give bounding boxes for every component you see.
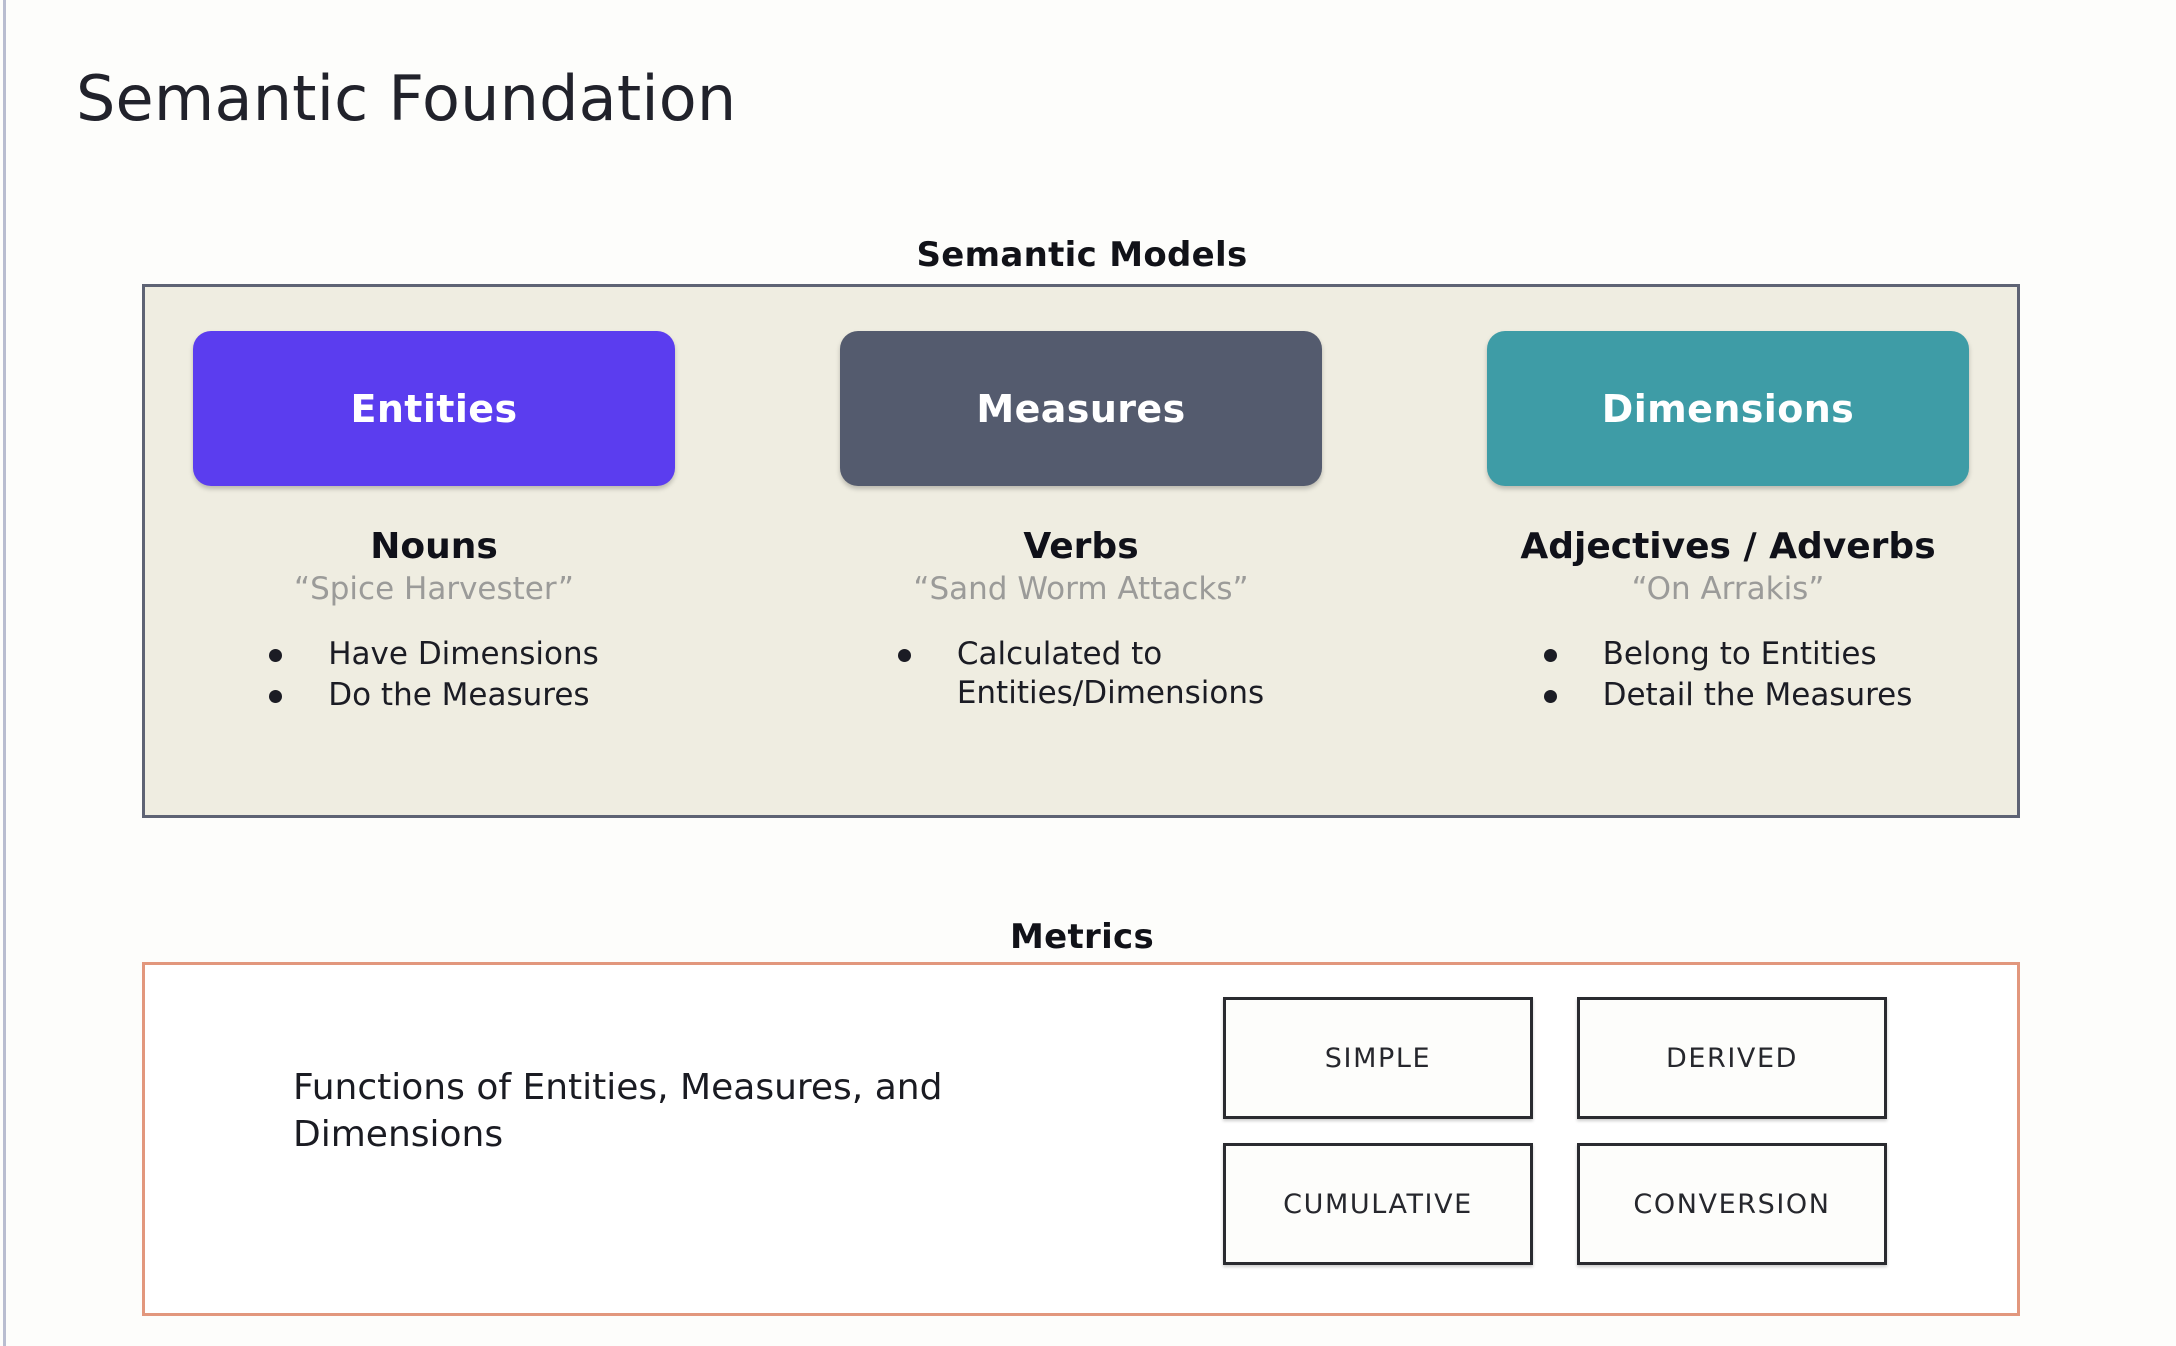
list-item: Calculated to Entities/Dimensions [897, 635, 1265, 714]
semantic-column-dimensions: Dimensions Adjectives / Adverbs “On Arra… [1487, 331, 1969, 815]
metric-box-derived[interactable]: DERIVED [1577, 997, 1887, 1119]
metric-box-cumulative-label: CUMULATIVE [1283, 1188, 1473, 1220]
measures-part-of-speech: Verbs [1023, 526, 1139, 567]
metric-box-derived-label: DERIVED [1665, 1042, 1799, 1074]
list-item: Have Dimensions [269, 635, 599, 675]
dimensions-example: “On Arrakis” [1631, 570, 1825, 607]
slide-left-edge-rule [3, 0, 6, 1346]
list-item: Belong to Entities [1543, 635, 1913, 675]
dimensions-card[interactable]: Dimensions [1487, 331, 1969, 486]
list-item: Detail the Measures [1543, 676, 1913, 716]
entities-bullet-1: Do the Measures [328, 677, 590, 714]
measures-example: “Sand Worm Attacks” [913, 570, 1249, 607]
metrics-header: Metrics [1009, 917, 1155, 957]
dimensions-bullet-list: Belong to Entities Detail the Measures [1543, 635, 1913, 718]
measures-bullet-0: Calculated to Entities/Dimensions [956, 635, 1265, 712]
metric-box-simple[interactable]: SIMPLE [1223, 997, 1533, 1119]
measures-bullet-list: Calculated to Entities/Dimensions [897, 635, 1265, 716]
measures-card-label: Measures [976, 386, 1186, 431]
metrics-type-grid: SIMPLE DERIVED CUMULATIVE CONVERSION [1223, 997, 1887, 1265]
dimensions-card-label: Dimensions [1601, 386, 1855, 431]
semantic-models-header: Semantic Models [916, 235, 1248, 275]
dimensions-part-of-speech: Adjectives / Adverbs [1520, 526, 1936, 567]
metrics-description: Functions of Entities, Measures, and Dim… [293, 1067, 943, 1155]
metric-box-conversion[interactable]: CONVERSION [1577, 1143, 1887, 1265]
semantic-column-entities: Entities Nouns “Spice Harvester” Have Di… [193, 331, 675, 815]
dimensions-bullet-1: Detail the Measures [1602, 677, 1913, 714]
semantic-models-panel: Entities Nouns “Spice Harvester” Have Di… [142, 284, 2020, 818]
entities-part-of-speech: Nouns [370, 526, 498, 567]
list-item: Do the Measures [269, 676, 599, 716]
entities-bullet-0: Have Dimensions [328, 635, 599, 672]
entities-card-label: Entities [350, 386, 518, 431]
dimensions-bullet-0: Belong to Entities [1602, 635, 1877, 672]
bullet-dot-icon [269, 648, 283, 662]
entities-card[interactable]: Entities [193, 331, 675, 486]
bullet-dot-icon [269, 690, 283, 704]
bullet-dot-icon [897, 648, 911, 662]
metrics-panel: Functions of Entities, Measures, and Dim… [142, 962, 2020, 1316]
semantic-column-measures: Measures Verbs “Sand Worm Attacks” Calcu… [840, 331, 1322, 815]
metric-box-cumulative[interactable]: CUMULATIVE [1223, 1143, 1533, 1265]
metric-box-conversion-label: CONVERSION [1633, 1188, 1831, 1220]
bullet-dot-icon [1543, 690, 1557, 704]
entities-example: “Spice Harvester” [294, 570, 574, 607]
metric-box-simple-label: SIMPLE [1324, 1042, 1432, 1074]
entities-bullet-list: Have Dimensions Do the Measures [269, 635, 599, 718]
page-title: Semantic Foundation [76, 62, 737, 135]
semantic-models-columns: Entities Nouns “Spice Harvester” Have Di… [145, 287, 2017, 815]
measures-card[interactable]: Measures [840, 331, 1322, 486]
bullet-dot-icon [1543, 648, 1557, 662]
